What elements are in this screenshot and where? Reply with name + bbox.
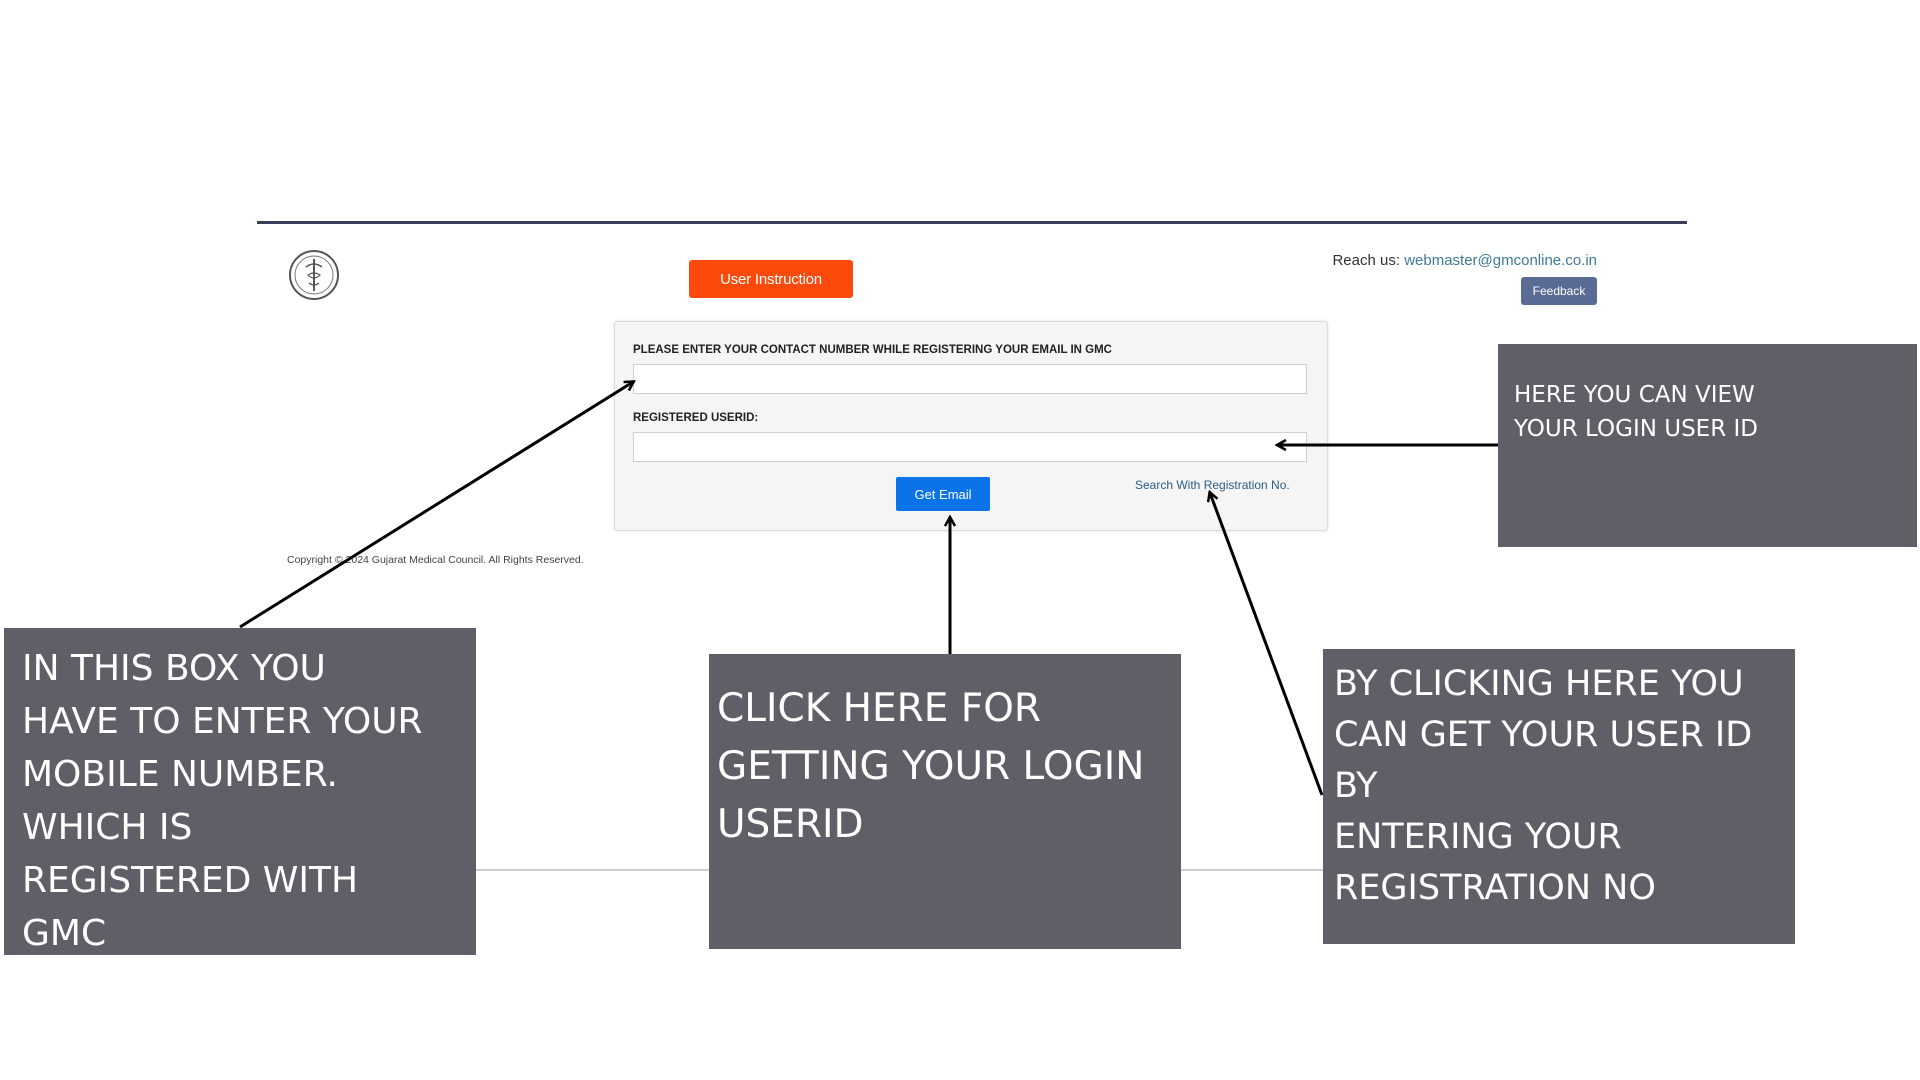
contact-number-label: PLEASE ENTER YOUR CONTACT NUMBER WHILE R… [633,344,1112,356]
copyright-text: Copyright © 2024 Gujarat Medical Council… [287,554,584,566]
header-divider [257,221,1687,224]
registered-userid-input[interactable] [633,432,1307,462]
gmc-seal-icon [289,250,339,300]
search-with-registration-link[interactable]: Search With Registration No. [1135,478,1290,492]
contact-number-input[interactable] [633,364,1307,394]
feedback-button[interactable]: Feedback [1521,277,1597,305]
callout-get-email: CLICK HERE FOR GETTING YOUR LOGIN USERID [709,654,1181,949]
get-email-button[interactable]: Get Email [896,477,990,511]
callout-mobile-number: IN THIS BOX YOU HAVE TO ENTER YOUR MOBIL… [4,628,476,955]
callout-search-registration: BY CLICKING HERE YOU CAN GET YOUR USER I… [1323,649,1795,944]
get-email-form: PLEASE ENTER YOUR CONTACT NUMBER WHILE R… [614,321,1328,531]
reach-us-email-link[interactable]: webmaster@gmconline.co.in [1404,252,1597,269]
reach-us-label: Reach us: [1332,252,1401,269]
callout-mobile-text: IN THIS BOX YOU HAVE TO ENTER YOUR MOBIL… [22,648,423,954]
registered-userid-label: REGISTERED USERID: [633,412,759,424]
arrow-to-search-link [1210,493,1324,796]
user-instruction-button[interactable]: User Instruction [689,260,853,298]
callout-search-text: BY CLICKING HERE YOU CAN GET YOUR USER I… [1334,664,1753,908]
callout-userid-text: HERE YOU CAN VIEW YOUR LOGIN USER ID [1514,382,1758,442]
reach-us: Reach us: webmaster@gmconline.co.in [1332,252,1597,269]
arrow-to-contact-input [239,382,633,629]
callout-get-email-text: CLICK HERE FOR GETTING YOUR LOGIN USERID [717,686,1145,847]
callout-view-userid: HERE YOU CAN VIEW YOUR LOGIN USER ID [1498,344,1917,547]
